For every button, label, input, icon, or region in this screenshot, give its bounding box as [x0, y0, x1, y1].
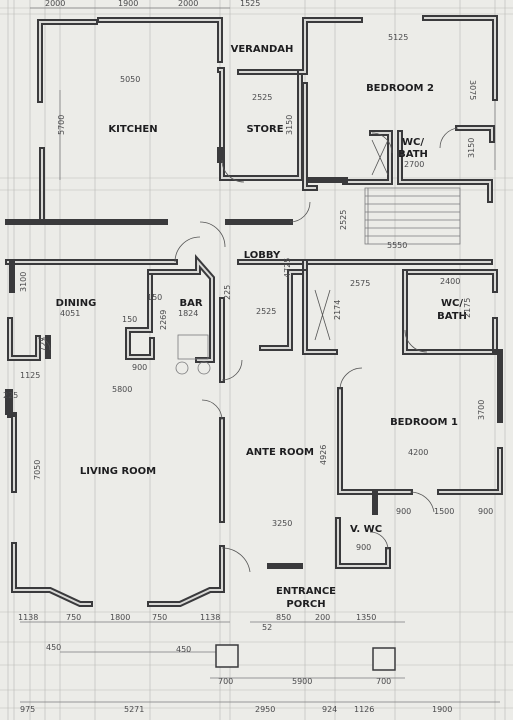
- door-swings: [37, 127, 459, 573]
- dim-left-1125: 1125: [20, 371, 40, 380]
- dim-ante-w: 3250: [272, 519, 292, 528]
- room-label-living-room: LIVING ROOM: [80, 466, 156, 477]
- dim-bar-150b: 150: [122, 315, 137, 324]
- dim-bar-h: 2269: [159, 310, 168, 330]
- dim-bot-750a: 750: [66, 613, 81, 622]
- dim-bedroom2-h: 3075: [468, 80, 477, 100]
- room-label-bedroom-1: BEDROOM 1: [390, 417, 458, 428]
- dim-bedroom1-w: 4200: [408, 448, 428, 457]
- dim-row3-5900: 5900: [292, 677, 312, 686]
- dim-row3-700b: 700: [376, 677, 391, 686]
- dim-bot-1138b: 1138: [200, 613, 220, 622]
- dim-stair-h: 2525: [339, 210, 348, 230]
- dim-porch-1350: 1350: [356, 613, 376, 622]
- room-label-wc-bath-top-1: WC/: [402, 137, 424, 148]
- dim-top-3: 2000: [178, 0, 198, 8]
- room-label-v-wc: V. WC: [350, 524, 382, 535]
- dim-wc-2175: 2175: [463, 298, 472, 318]
- dim-dining-w: 4051: [60, 309, 80, 318]
- dim-kitchen-h: 5700: [57, 115, 66, 135]
- dim-left-225: 225: [3, 391, 18, 400]
- dim-row4-924: 924: [322, 705, 337, 714]
- staircase: [364, 187, 461, 245]
- dim-living-h: 7050: [33, 460, 42, 480]
- dim-ante-h: 4926: [319, 445, 328, 465]
- dim-row3-700a: 700: [218, 677, 233, 686]
- dim-top-2: 1900: [118, 0, 138, 8]
- dim-dining-725: 725: [39, 337, 48, 352]
- room-label-entrance-porch-2: PORCH: [286, 599, 325, 610]
- dim-porch-200: 200: [315, 613, 330, 622]
- dim-porch-52: 52: [262, 623, 272, 632]
- room-label-kitchen: KITCHEN: [108, 124, 157, 135]
- dim-b1-900b: 900: [478, 507, 493, 516]
- room-label-bar: BAR: [179, 298, 202, 309]
- dim-b1-900a: 900: [396, 507, 411, 516]
- dim-900a: 900: [132, 363, 147, 372]
- dim-bedroom2-w: 5125: [388, 33, 408, 42]
- dim-bar-225: 225: [223, 285, 232, 300]
- dim-bot-750b: 750: [152, 613, 167, 622]
- room-label-wc-bath-mid-2: BATH: [437, 311, 467, 322]
- porch-columns: [175, 334, 396, 671]
- dim-lobby-h: 4725: [283, 258, 292, 278]
- dim-store-w: 2525: [252, 93, 272, 102]
- dim-bot-1138a: 1138: [18, 613, 38, 622]
- room-label-lobby: LOBBY: [244, 250, 281, 261]
- dim-store-h: 3150: [285, 115, 294, 135]
- dim-row4-975: 975: [20, 705, 35, 714]
- dim-bar-w: 1824: [178, 309, 198, 318]
- dim-top-1: 2000: [45, 0, 65, 8]
- dim-kitchen-w: 5050: [120, 75, 140, 84]
- room-label-wc-bath-mid-1: WC/: [441, 298, 463, 309]
- dim-vwc-900: 900: [356, 543, 371, 552]
- room-label-wc-bath-top-2: BATH: [398, 149, 428, 160]
- dim-wc-2575: 2575: [350, 279, 370, 288]
- dim-b1-1500: 1500: [434, 507, 454, 516]
- dim-row4-1900: 1900: [432, 705, 452, 714]
- dim-lobby-2525: 2525: [256, 307, 276, 316]
- dim-lobby-w: 5550: [387, 241, 407, 250]
- dim-wc-2174: 2174: [333, 300, 342, 320]
- dim-top-4: 1525: [240, 0, 260, 8]
- dim-row4-5271: 5271: [124, 705, 144, 714]
- dim-row4-2950: 2950: [255, 705, 275, 714]
- room-labels: VERANDAH BEDROOM 2 KITCHEN STORE WC/ BAT…: [56, 44, 467, 610]
- dim-porch-850: 850: [276, 613, 291, 622]
- dim-row2-450a: 450: [46, 643, 61, 652]
- dim-bar-150a: 150: [147, 293, 162, 302]
- room-label-dining: DINING: [56, 298, 97, 309]
- dim-bot-1800: 1800: [110, 613, 130, 622]
- room-label-ante-room: ANTE ROOM: [246, 447, 314, 458]
- dim-row4-1126: 1126: [354, 705, 374, 714]
- dim-wc-2400: 2400: [440, 277, 460, 286]
- room-label-verandah: VERANDAH: [231, 44, 294, 55]
- dim-row2-450b: 450: [176, 645, 191, 654]
- dim-bath-top-w: 2700: [404, 160, 424, 169]
- room-label-entrance-porch-1: ENTRANCE: [276, 586, 336, 597]
- exterior-walls: [5, 15, 503, 607]
- room-label-bedroom-2: BEDROOM 2: [366, 83, 434, 94]
- dim-bath-top-h: 3150: [467, 138, 476, 158]
- dim-living-5800: 5800: [112, 385, 132, 394]
- dim-bedroom1-h: 3700: [477, 400, 486, 420]
- room-label-store: STORE: [246, 124, 283, 135]
- dim-dining-h: 3100: [19, 272, 28, 292]
- dimension-labels: 2000 1900 2000 1525 5050 5700 5125 3075 …: [3, 0, 493, 714]
